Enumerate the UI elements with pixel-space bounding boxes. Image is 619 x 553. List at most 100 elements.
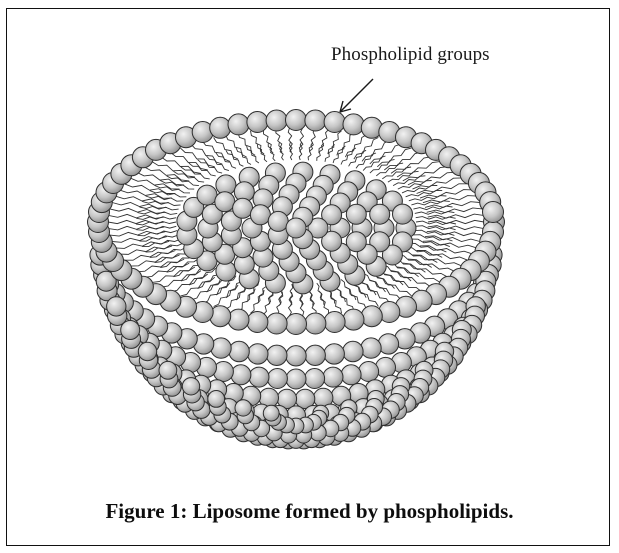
phospholipid-head: [361, 306, 382, 327]
lipid-tail: [299, 128, 303, 152]
lipid-tail: [214, 285, 239, 307]
phospholipid-head: [215, 192, 235, 212]
lipid-tail: [198, 159, 223, 173]
phospholipid-head: [233, 198, 253, 218]
lipid-tail: [257, 144, 267, 161]
lipid-tail: [345, 135, 366, 157]
lipid-tail: [423, 196, 477, 203]
phospholipid-head: [229, 341, 249, 361]
lipid-tail: [110, 208, 166, 213]
phospholipid-head: [267, 345, 287, 365]
lipid-tail: [319, 129, 329, 153]
phospholipid-head: [370, 204, 390, 224]
lipid-tail: [345, 287, 366, 309]
lipid-tail: [354, 138, 379, 160]
lipid-tail: [409, 196, 447, 201]
phospholipid-head: [359, 362, 379, 382]
phospholipid-head: [250, 205, 270, 225]
lipid-tail: [406, 247, 443, 257]
phospholipid-head: [286, 346, 306, 366]
lipid-tail: [109, 214, 165, 218]
phospholipid-head: [286, 369, 306, 389]
phospholipid-heads: [88, 110, 505, 449]
lipid-tail: [144, 263, 189, 277]
phospholipid-head: [231, 365, 251, 385]
lipid-tail: [137, 172, 185, 185]
lipid-tail: [181, 167, 210, 179]
phospholipid-head: [286, 218, 306, 238]
phospholipid-head: [343, 114, 364, 135]
lipid-tail: [413, 178, 463, 189]
phospholipid-head: [361, 338, 381, 358]
phospholipid-head: [266, 110, 287, 131]
lipid-tail: [354, 285, 379, 307]
lipid-tail: [413, 206, 452, 210]
lipid-tail: [416, 226, 456, 230]
phospholipid-head: [483, 202, 504, 223]
phospholipid-head: [323, 367, 343, 387]
phospholipid-groups-label: Phospholipid groups: [331, 44, 490, 66]
phospholipid-head: [305, 369, 325, 389]
phospholipid-head: [249, 367, 269, 387]
phospholipid-head: [305, 313, 326, 334]
phospholipid-head: [286, 110, 307, 131]
phospholipid-head: [121, 321, 140, 340]
phospholipid-head: [263, 405, 279, 421]
phospholipid-head: [286, 314, 307, 335]
lipid-tail: [416, 217, 456, 220]
lipid-tail: [411, 239, 449, 247]
lipid-tail: [263, 291, 273, 315]
lipid-tail: [191, 144, 222, 164]
lipid-tail: [214, 138, 239, 160]
phospholipid-head: [248, 344, 268, 364]
lipid-tail: [108, 220, 164, 223]
phospholipid-head: [159, 361, 177, 379]
phospholipid-head: [324, 112, 345, 133]
lipid-tail: [191, 280, 222, 300]
phospholipid-head: [343, 309, 364, 330]
lipid-tail: [398, 255, 432, 268]
phospholipid-head: [341, 365, 361, 385]
phospholipid-head: [210, 117, 231, 138]
phospholipid-head: [267, 369, 287, 389]
phospholipid-head: [247, 312, 268, 333]
phospholipid-head: [268, 211, 288, 231]
figure-caption: Figure 1: Liposome formed by phospholipi…: [0, 499, 619, 524]
lipid-tail: [308, 142, 313, 160]
lipid-tail: [403, 167, 448, 181]
phospholipid-head: [324, 344, 344, 364]
lipid-tail: [362, 141, 390, 162]
lipid-tail: [416, 221, 456, 224]
lipid-tail: [402, 251, 437, 262]
lipid-tail: [290, 284, 293, 306]
lipid-tail: [411, 201, 449, 205]
lipid-tail: [408, 172, 456, 185]
lipid-tail: [408, 259, 456, 272]
phospholipid-head: [228, 114, 249, 135]
lipid-tail: [403, 263, 448, 277]
lipid-tail: [251, 131, 265, 154]
lipid-tail: [130, 178, 180, 189]
lipid-tail: [189, 163, 216, 176]
arrow-icon: [340, 79, 373, 112]
lipid-tail: [337, 133, 354, 156]
phospholipid-head: [182, 378, 199, 395]
phospholipid-head: [393, 204, 413, 224]
lipid-tail: [362, 283, 390, 304]
phospholipid-head: [208, 391, 225, 408]
lipid-tail: [363, 156, 385, 171]
lipid-tail: [226, 287, 247, 309]
lipid-tail: [207, 156, 229, 171]
lipid-tail: [370, 159, 395, 173]
phospholipid-head: [324, 312, 345, 333]
lipid-tail: [428, 214, 484, 218]
phospholipid-head: [138, 342, 156, 360]
lipid-tail: [428, 226, 484, 230]
phospholipid-head: [228, 309, 249, 330]
lipid-tail: [247, 146, 259, 163]
lipid-tail: [150, 247, 187, 257]
phospholipid-head: [305, 110, 326, 131]
phospholipid-head: [305, 345, 325, 365]
lipid-tail: [202, 283, 230, 304]
